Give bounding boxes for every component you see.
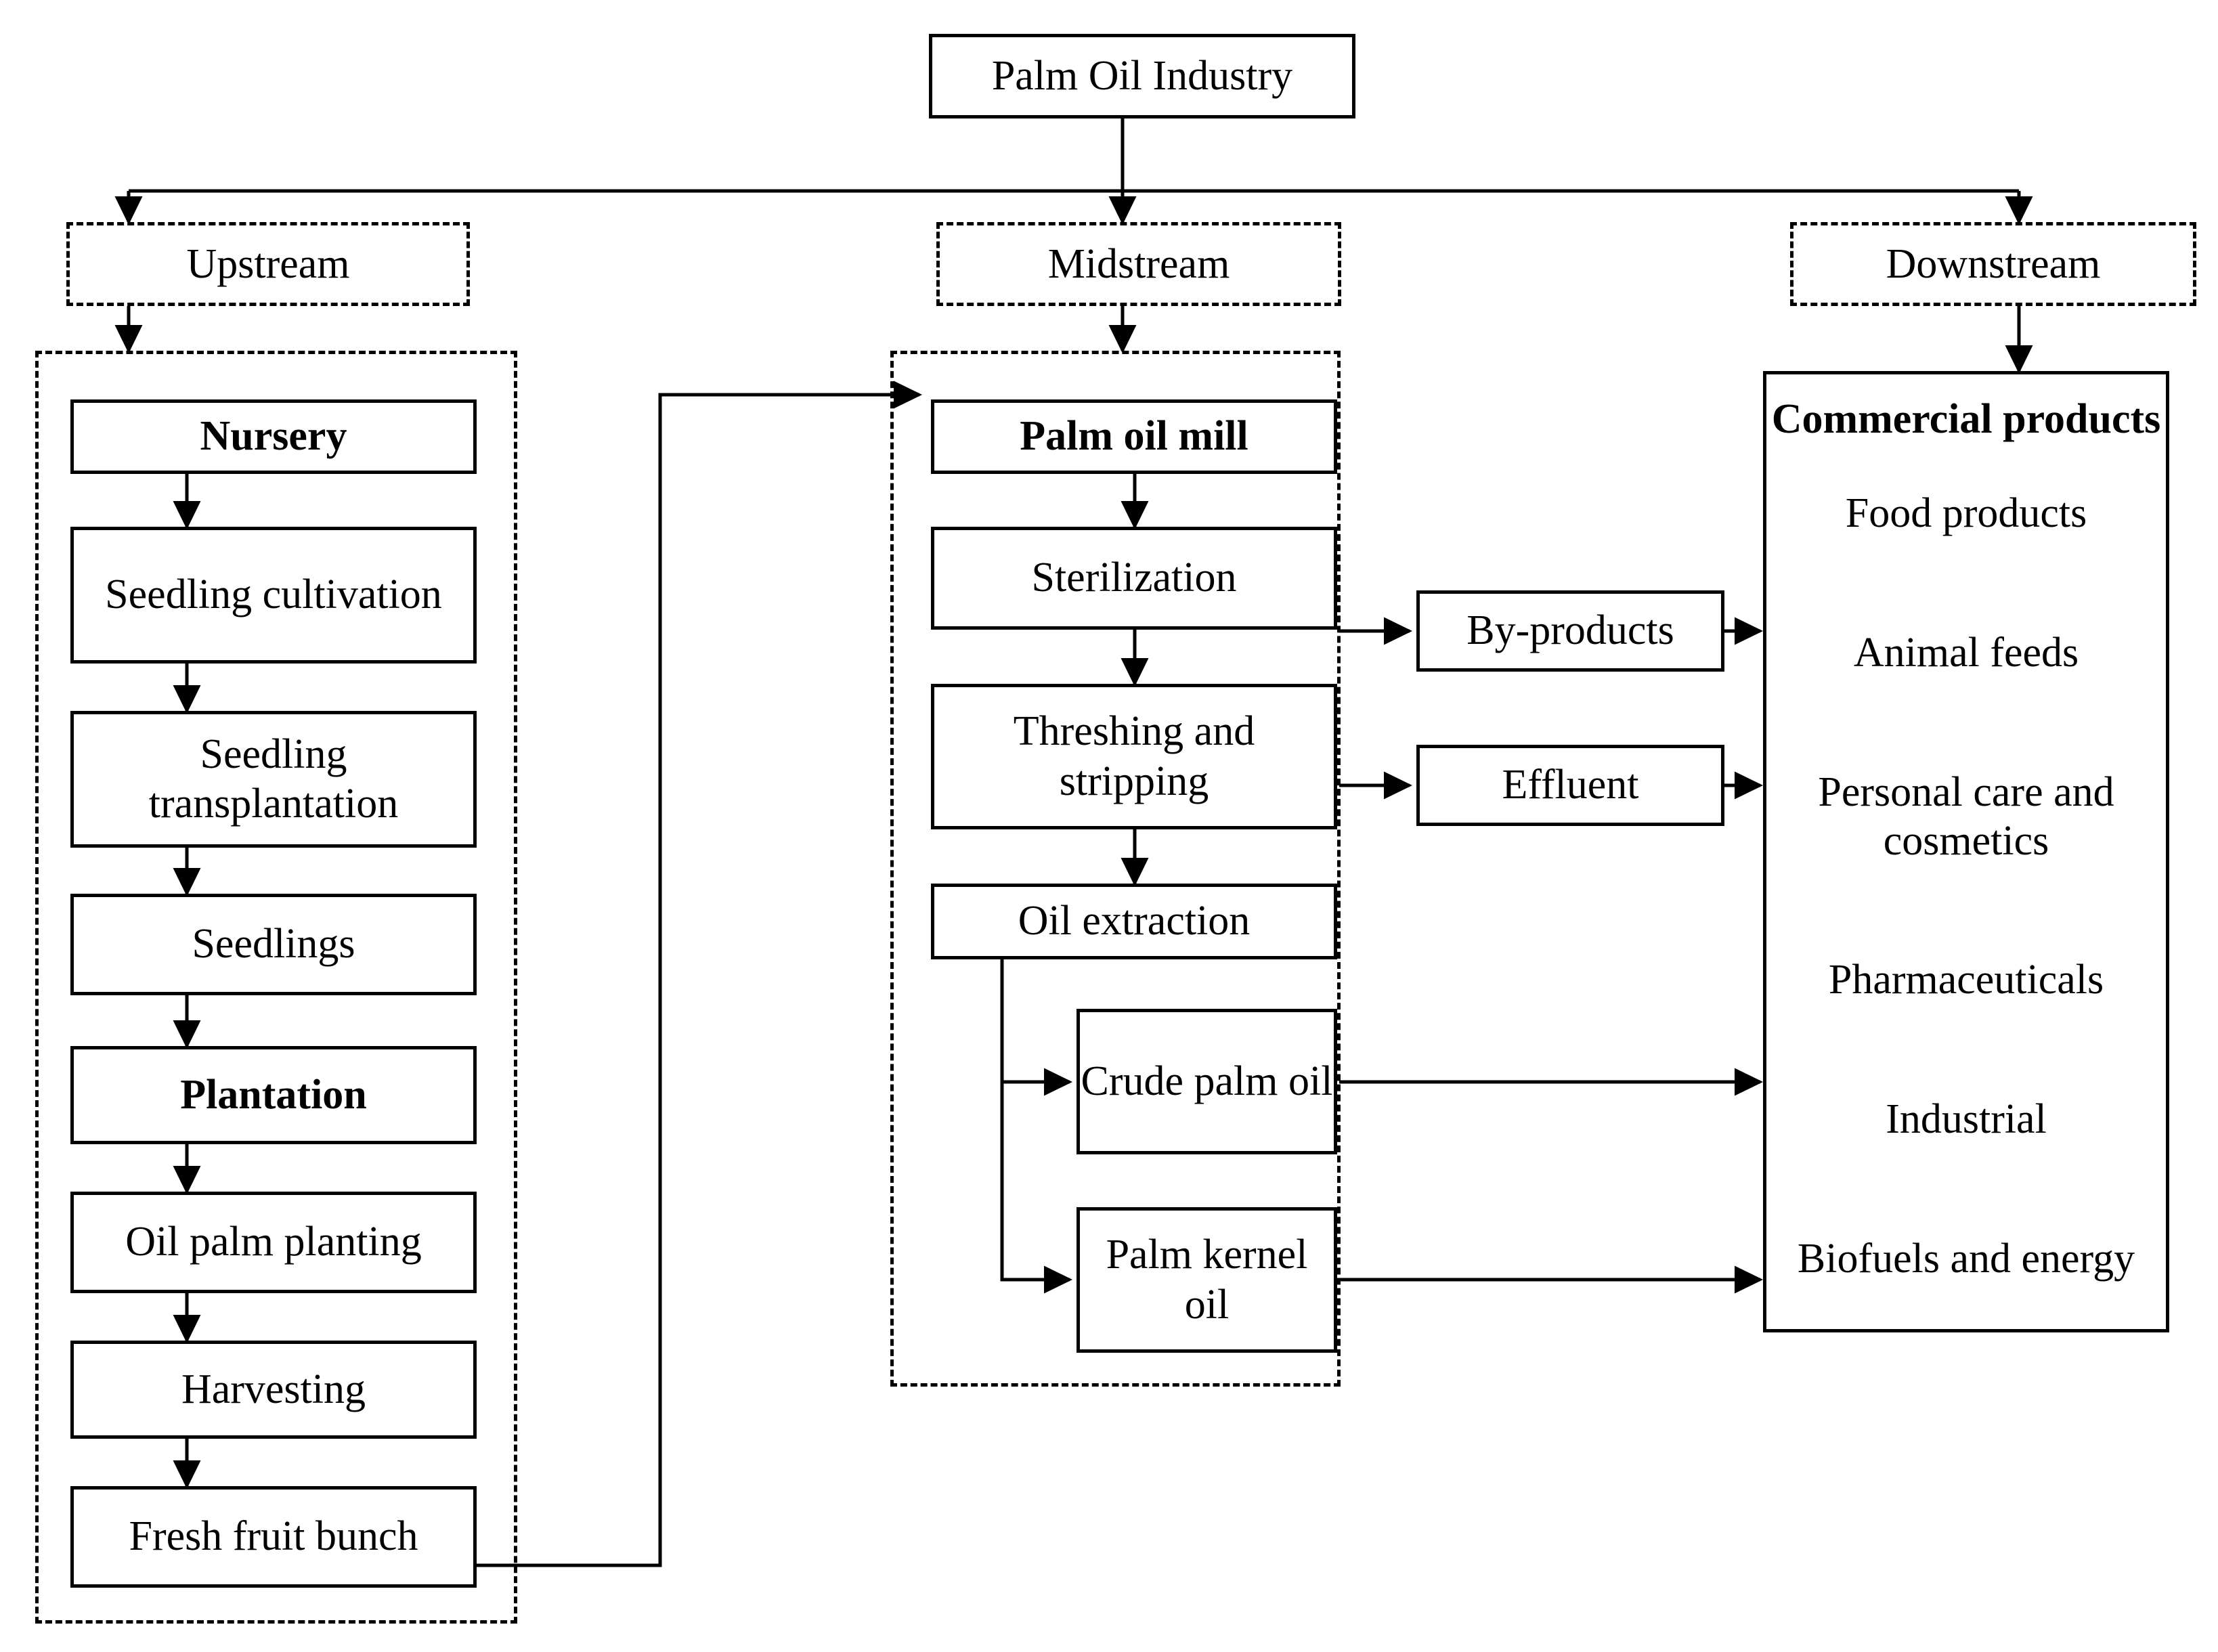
node-threshing-and-stripping[interactable]: Threshing and stripping — [931, 684, 1337, 829]
product-item-personal-care: Personal care and cosmetics — [1818, 768, 2114, 864]
stream-label-midstream[interactable]: Midstream — [936, 222, 1341, 306]
edge-extraction-to-palm-kernel-oil — [1000, 1082, 1073, 1294]
node-crude-palm-oil[interactable]: Crude palm oil — [1077, 1009, 1337, 1154]
group-midstream — [890, 351, 1341, 1387]
node-by-products[interactable]: By-products — [1416, 590, 1724, 672]
node-seedling-cultivation[interactable]: Seedling cultivation — [70, 527, 477, 664]
node-oil-palm-planting[interactable]: Oil palm planting — [70, 1192, 477, 1293]
stream-label-downstream[interactable]: Downstream — [1790, 222, 2196, 306]
node-nursery[interactable]: Nursery — [70, 399, 477, 474]
product-item-biofuels: Biofuels and energy — [1797, 1236, 2135, 1282]
node-oil-extraction[interactable]: Oil extraction — [931, 884, 1337, 959]
node-palm-oil-industry[interactable]: Palm Oil Industry — [929, 34, 1355, 118]
commercial-products-list: Food products Animal feeds Personal care… — [1766, 444, 2166, 1329]
node-palm-oil-mill[interactable]: Palm oil mill — [931, 399, 1337, 474]
product-item-animal-feeds: Animal feeds — [1853, 629, 2079, 676]
product-item-pharmaceuticals: Pharmaceuticals — [1828, 957, 2104, 1003]
commercial-products-title: Commercial products — [1771, 396, 2161, 442]
node-palm-kernel-oil[interactable]: Palm kernel oil — [1077, 1207, 1337, 1353]
node-plantation[interactable]: Plantation — [70, 1046, 477, 1144]
node-effluent[interactable]: Effluent — [1416, 745, 1724, 826]
group-upstream — [35, 351, 517, 1624]
node-sterilization[interactable]: Sterilization — [931, 527, 1337, 630]
node-fresh-fruit-bunch[interactable]: Fresh fruit bunch — [70, 1486, 477, 1588]
node-harvesting[interactable]: Harvesting — [70, 1341, 477, 1439]
node-seedlings[interactable]: Seedlings — [70, 894, 477, 995]
node-commercial-products[interactable]: Commercial products Food products Animal… — [1763, 371, 2169, 1332]
product-item-food: Food products — [1845, 490, 2087, 537]
product-item-industrial: Industrial — [1886, 1096, 2047, 1143]
edge-ffb-to-palm-oil-mill — [318, 381, 923, 1567]
node-seedling-transplantation[interactable]: Seedling transplantation — [70, 711, 477, 848]
stream-label-upstream[interactable]: Upstream — [66, 222, 470, 306]
